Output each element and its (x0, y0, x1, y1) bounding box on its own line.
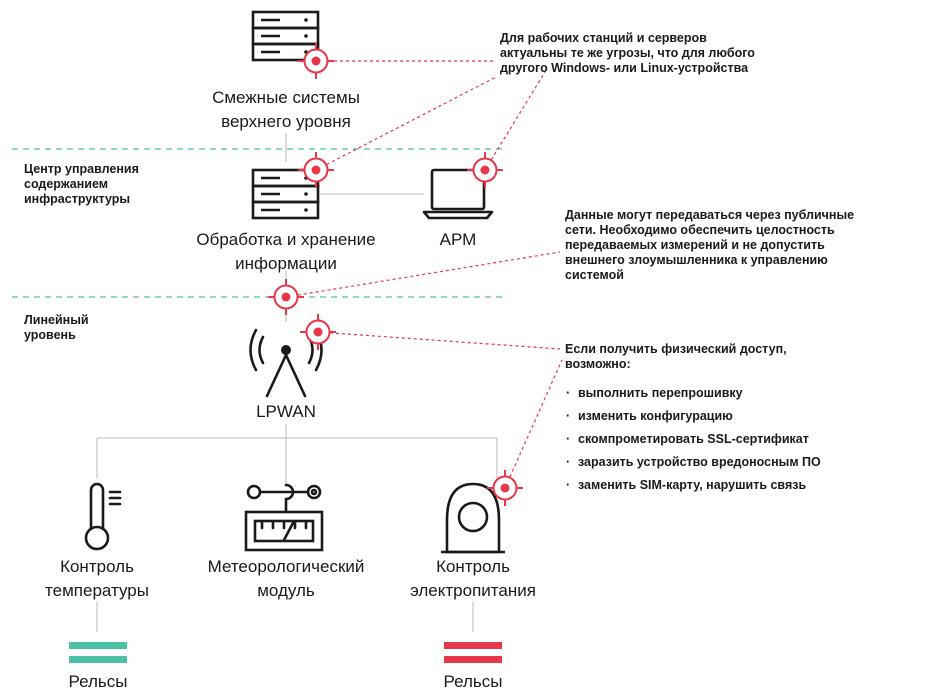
server-rack-icon (251, 10, 320, 62)
threat-callouts (285, 60, 563, 489)
antenna-icon (249, 328, 323, 398)
node-label-power: Контроль электропитания (410, 557, 536, 600)
node-label-temperature: Контроль температуры (45, 557, 149, 600)
rails-right-icon (444, 642, 502, 663)
physical-access-list: выполнить перепрошивку изменить конфигур… (565, 382, 821, 497)
target-icon (268, 279, 304, 315)
node-label-processing: Обработка и хранение информации (196, 230, 376, 273)
note-physical-access-title: Если получить физический доступ, возможн… (565, 342, 787, 371)
node-label-arm: АРМ (439, 230, 477, 249)
node-label-top-systems: Смежные системы верхнего уровня (212, 88, 360, 131)
node-label-rails-right: Рельсы (443, 672, 503, 691)
target-icon (487, 470, 523, 506)
anemometer-icon (244, 483, 324, 552)
list-item: скомпрометировать SSL-сертификат (565, 428, 821, 451)
node-label-lpwan: LPWAN (256, 402, 316, 421)
target-icon (467, 152, 503, 188)
node-label-rails-left: Рельсы (68, 672, 128, 691)
list-item: изменить конфигурацию (565, 405, 821, 428)
current-sensor-icon (441, 482, 505, 554)
note-workstation-threats: Для рабочих станций и серверов актуальны… (500, 31, 755, 75)
thermometer-icon (84, 482, 122, 551)
list-item: заразить устройство вредоносным ПО (565, 451, 821, 474)
target-icon (300, 314, 336, 350)
target-icon (298, 43, 334, 79)
list-item: выполнить перепрошивку (565, 382, 821, 405)
target-icon (298, 152, 334, 188)
zone-label-center: Центр управления содержанием инфраструкт… (24, 162, 139, 206)
laptop-icon (422, 168, 494, 220)
note-network-threats: Данные могут передаваться через публичны… (565, 208, 855, 282)
list-item: заменить SIM-карту, нарушить связь (565, 474, 821, 497)
zone-label-linear: Линейный уровень (24, 313, 89, 342)
node-label-meteo: Метеорологический модуль (207, 557, 365, 600)
rails-left-icon (69, 642, 127, 663)
